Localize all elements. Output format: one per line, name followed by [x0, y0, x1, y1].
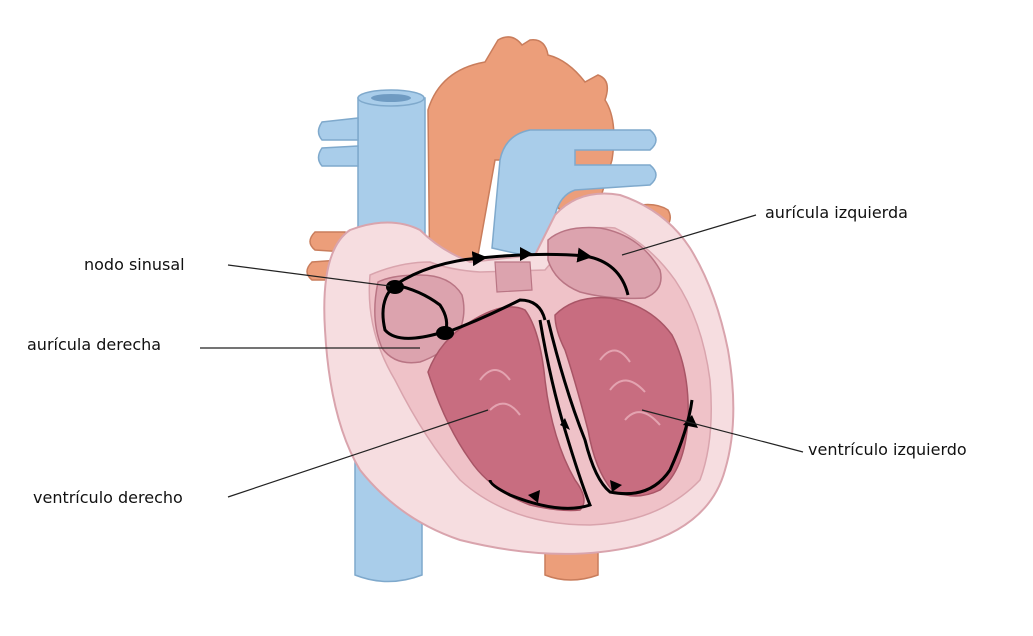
path-sa-loop [381, 283, 441, 340]
arrow-left-ventricle-bottom [610, 480, 622, 492]
leader-lines [200, 214, 804, 498]
atrial-septum-block [494, 261, 533, 293]
path-left-bundle [546, 319, 694, 496]
pulmonary-artery [491, 129, 657, 261]
conduction-arrows [520, 247, 698, 503]
path-av-bundle [444, 298, 547, 335]
leader-right-ventricle [227, 409, 489, 498]
label-left-ventricle: ventrículo izquierdo [808, 440, 967, 459]
arrow-top [520, 247, 533, 261]
ventricle-texture [479, 349, 661, 426]
aortic-arch [427, 36, 615, 301]
path-right-bundle [488, 319, 592, 510]
vena-cava-lumen [371, 94, 411, 102]
label-sinus-node: nodo sinusal [84, 255, 185, 274]
leader-left-atrium [621, 214, 757, 256]
path-sa-to-av [394, 283, 449, 334]
arrow-left-ventricle-side [683, 415, 698, 428]
av-node-dot [436, 326, 454, 340]
right-pulmonary-vein-lower [317, 145, 359, 167]
leader-left-ventricle [641, 409, 804, 453]
label-right-ventricle: ventrículo derecho [33, 488, 183, 507]
arrow-right-ventricle-bottom [528, 490, 540, 503]
label-left-atrium: aurícula izquierda [765, 203, 908, 222]
left-ventricle [554, 296, 689, 497]
right-pulmonary-vein-upper [317, 117, 359, 141]
sinus-node-dot [386, 280, 404, 294]
label-right-atrium: aurícula derecha [27, 335, 162, 354]
arrow-septum [560, 418, 570, 430]
leader-sinus-node [227, 264, 391, 287]
right-ventricle [427, 306, 585, 512]
